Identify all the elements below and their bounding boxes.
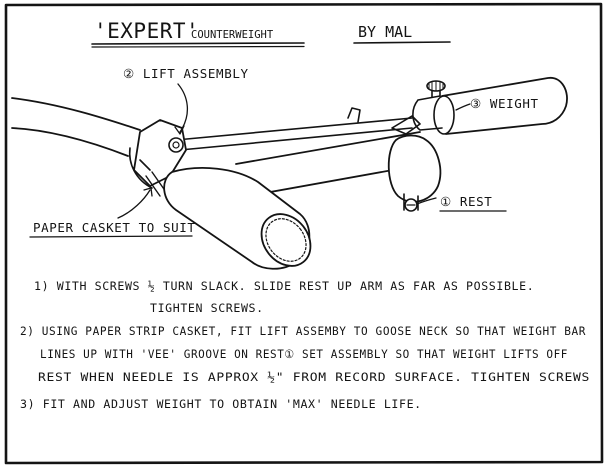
rest-ring <box>387 134 442 203</box>
instruction-1-line-2: TIGHTEN SCREWS. <box>150 301 264 315</box>
page-border <box>4 2 604 465</box>
instruction-2-line-3: REST WHEN NEEDLE IS APPROX ½" FROM RECOR… <box>38 370 590 384</box>
instruction-2-line-1: 2) USING PAPER STRIP CASKET, FIT LIFT AS… <box>20 324 586 338</box>
title-subtitle: COUNTERWEIGHT <box>191 29 274 41</box>
instructions: 1) WITH SCREWS ½ TURN SLACK. SLIDE REST … <box>20 279 590 411</box>
weight-thumb-knurl <box>428 80 444 92</box>
label-lift-assembly: ② LIFT ASSEMBLY <box>123 66 249 81</box>
instruction-2-line-2: LINES UP WITH 'VEE' GROOVE ON REST① SET … <box>40 347 568 361</box>
author-underline <box>353 41 451 44</box>
tone-arm-upper-rail <box>235 131 421 197</box>
leader-weight <box>455 103 471 111</box>
tone-arm-tube <box>11 97 141 157</box>
vee-plate <box>347 107 361 123</box>
label-paper-casket: PAPER CASKET TO SUIT <box>33 220 196 235</box>
title-underline <box>91 42 305 45</box>
label-weight: ③ WEIGHT <box>470 96 539 111</box>
weight-collar <box>412 95 443 131</box>
author: BY MAL <box>358 23 412 41</box>
rest-bracket <box>391 115 421 135</box>
leader-paper-arrow <box>143 187 153 197</box>
counterweight-drawing <box>11 77 568 270</box>
leader-lift-arrow <box>174 125 185 135</box>
front-cylinder-cap-knurl <box>265 218 307 262</box>
leader-paper-casket <box>117 189 151 219</box>
lift-assembly-clamp <box>128 147 153 189</box>
label-paper-casket-underline <box>29 235 193 238</box>
weight-cylinder-left-end <box>433 95 455 135</box>
instruction-1-line-1: 1) WITH SCREWS ½ TURN SLACK. SLIDE REST … <box>34 279 534 293</box>
title-main: 'EXPERT' <box>94 19 199 43</box>
lift-pivot-screw <box>168 137 184 153</box>
lift-assembly-block <box>133 119 187 187</box>
leader-rest <box>416 197 437 205</box>
weight-cylinder-body <box>441 77 568 135</box>
title-underline-2 <box>91 45 305 48</box>
lift-pivot-screw-inner <box>172 141 180 149</box>
leader-lift-assembly <box>177 83 188 133</box>
instruction-3-line-1: 3) FIT AND ADJUST WEIGHT TO OBTAIN 'MAX'… <box>20 397 422 411</box>
label-rest: ① REST <box>440 194 492 209</box>
weight-bar <box>175 117 413 151</box>
